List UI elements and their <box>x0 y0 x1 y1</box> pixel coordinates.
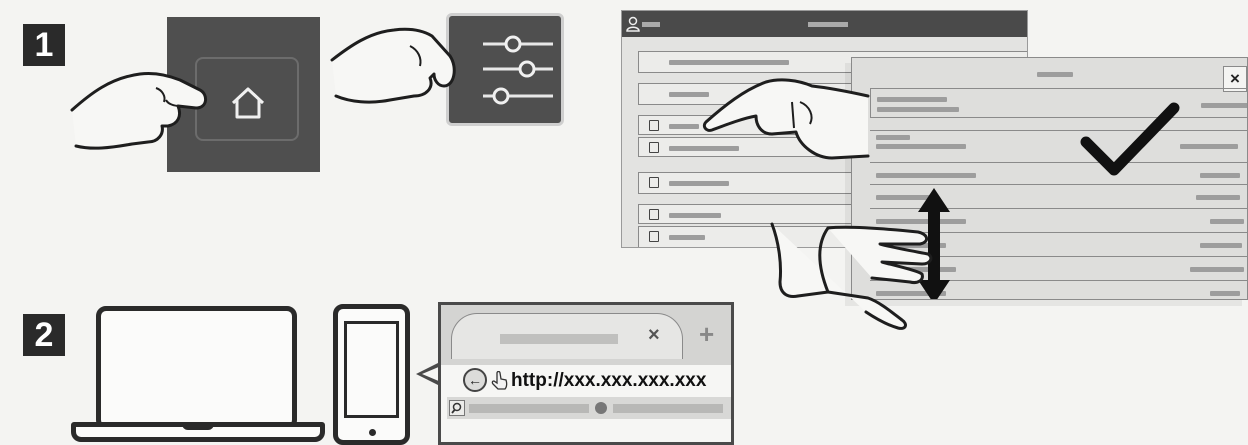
new-tab-icon[interactable]: + <box>699 319 714 350</box>
hand-scrolling-illustration <box>768 222 948 332</box>
step-2-badge: 2 <box>23 314 65 356</box>
popup-row <box>870 88 1248 118</box>
web-browser: × + ← http://xxx.xxx.xxx.xxx <box>438 302 734 445</box>
cursor-hand-icon <box>491 371 509 391</box>
document-icon <box>649 142 659 153</box>
browser-tab-bar: × + <box>441 305 731 365</box>
hand-pointing-settings-illustration <box>330 16 480 116</box>
user-icon <box>626 16 640 32</box>
phone-screen <box>344 321 399 418</box>
list-icon <box>649 209 659 220</box>
phone-illustration <box>333 304 410 445</box>
tab-close-icon[interactable]: × <box>648 324 660 347</box>
hand-pointing-menu-illustration <box>700 72 870 172</box>
search-icon[interactable] <box>449 400 465 416</box>
hand-pointing-home-illustration <box>70 50 220 160</box>
screen-header <box>622 11 1027 37</box>
laptop-notch <box>182 422 214 430</box>
url-text: http://xxx.xxx.xxx.xxx <box>511 370 706 392</box>
popup-row[interactable] <box>870 130 1248 152</box>
popup-row[interactable] <box>870 162 1248 184</box>
checkmark-icon <box>1080 102 1180 182</box>
step-1-badge: 1 <box>23 24 65 66</box>
address-bar[interactable]: ← http://xxx.xxx.xxx.xxx <box>461 365 733 395</box>
browser-toolbar <box>447 397 733 419</box>
info-icon <box>649 120 659 131</box>
laptop-illustration <box>96 306 297 430</box>
lock-icon <box>649 231 659 242</box>
browser-tab[interactable]: × <box>451 313 683 359</box>
phone-home-button <box>369 429 376 436</box>
copy-icon <box>649 177 659 188</box>
back-arrow-icon[interactable]: ← <box>463 368 487 392</box>
